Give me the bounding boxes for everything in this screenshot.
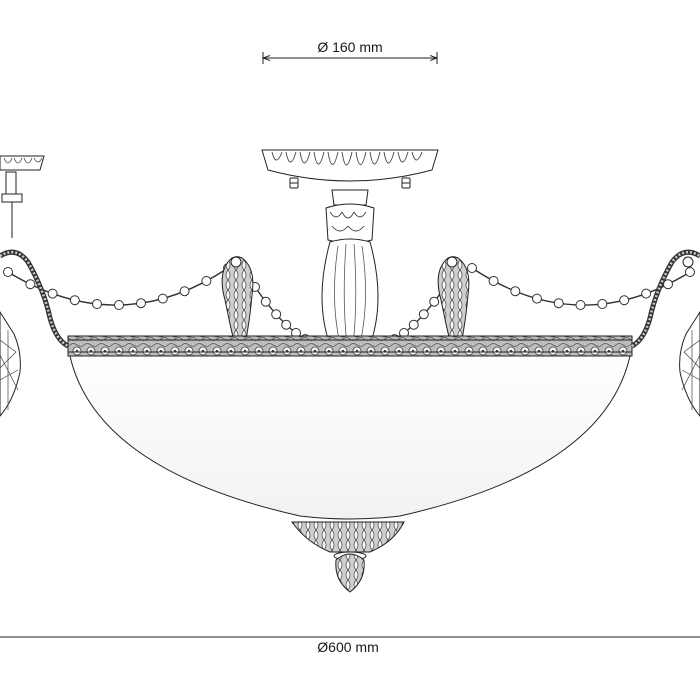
crystal-bead <box>114 300 124 310</box>
crystal-bead <box>510 286 521 297</box>
central-stem <box>321 189 379 346</box>
crystal-bead <box>25 279 36 290</box>
left-leaf-ornament <box>221 256 254 351</box>
ceiling-canopy <box>261 149 439 189</box>
crystal-bead <box>201 276 212 286</box>
bottom-dimension-label: Ø600 mm <box>317 639 378 655</box>
crystal-bead <box>92 299 102 309</box>
right-leaf-ornament <box>437 256 470 351</box>
bottom-finial <box>291 521 405 593</box>
crystal-bead <box>281 319 292 330</box>
crystal-bead <box>597 299 608 309</box>
top-dimension-label: Ø 160 mm <box>317 39 382 55</box>
crystal-bead <box>488 276 499 286</box>
right-side-arm <box>630 249 700 417</box>
bottom-dimension: Ø600 mm <box>0 636 700 655</box>
crystal-bead <box>429 296 440 307</box>
crystal-bead <box>157 293 168 304</box>
glass-bowl <box>69 355 631 520</box>
crystal-bead <box>685 267 695 277</box>
crystal-bead <box>619 295 630 306</box>
crystal-bead <box>271 309 282 320</box>
crystal-bead <box>553 298 564 309</box>
ornamental-band <box>67 335 633 357</box>
crystal-bead <box>408 319 419 330</box>
crystal-bead <box>532 293 542 304</box>
crystal-bead <box>575 300 586 310</box>
crystal-bead <box>179 286 190 297</box>
crystal-bead <box>69 295 80 306</box>
crystal-bead <box>467 263 477 273</box>
crystal-bead <box>641 288 652 299</box>
left-side-arm <box>0 155 70 417</box>
bead-garlands <box>3 263 695 350</box>
top-dimension: Ø 160 mm <box>263 39 437 64</box>
crystal-bead <box>136 298 146 309</box>
crystal-bead <box>47 288 58 299</box>
crystal-bead <box>260 296 271 307</box>
crystal-bead <box>3 267 13 277</box>
crystal-bead <box>418 309 429 320</box>
